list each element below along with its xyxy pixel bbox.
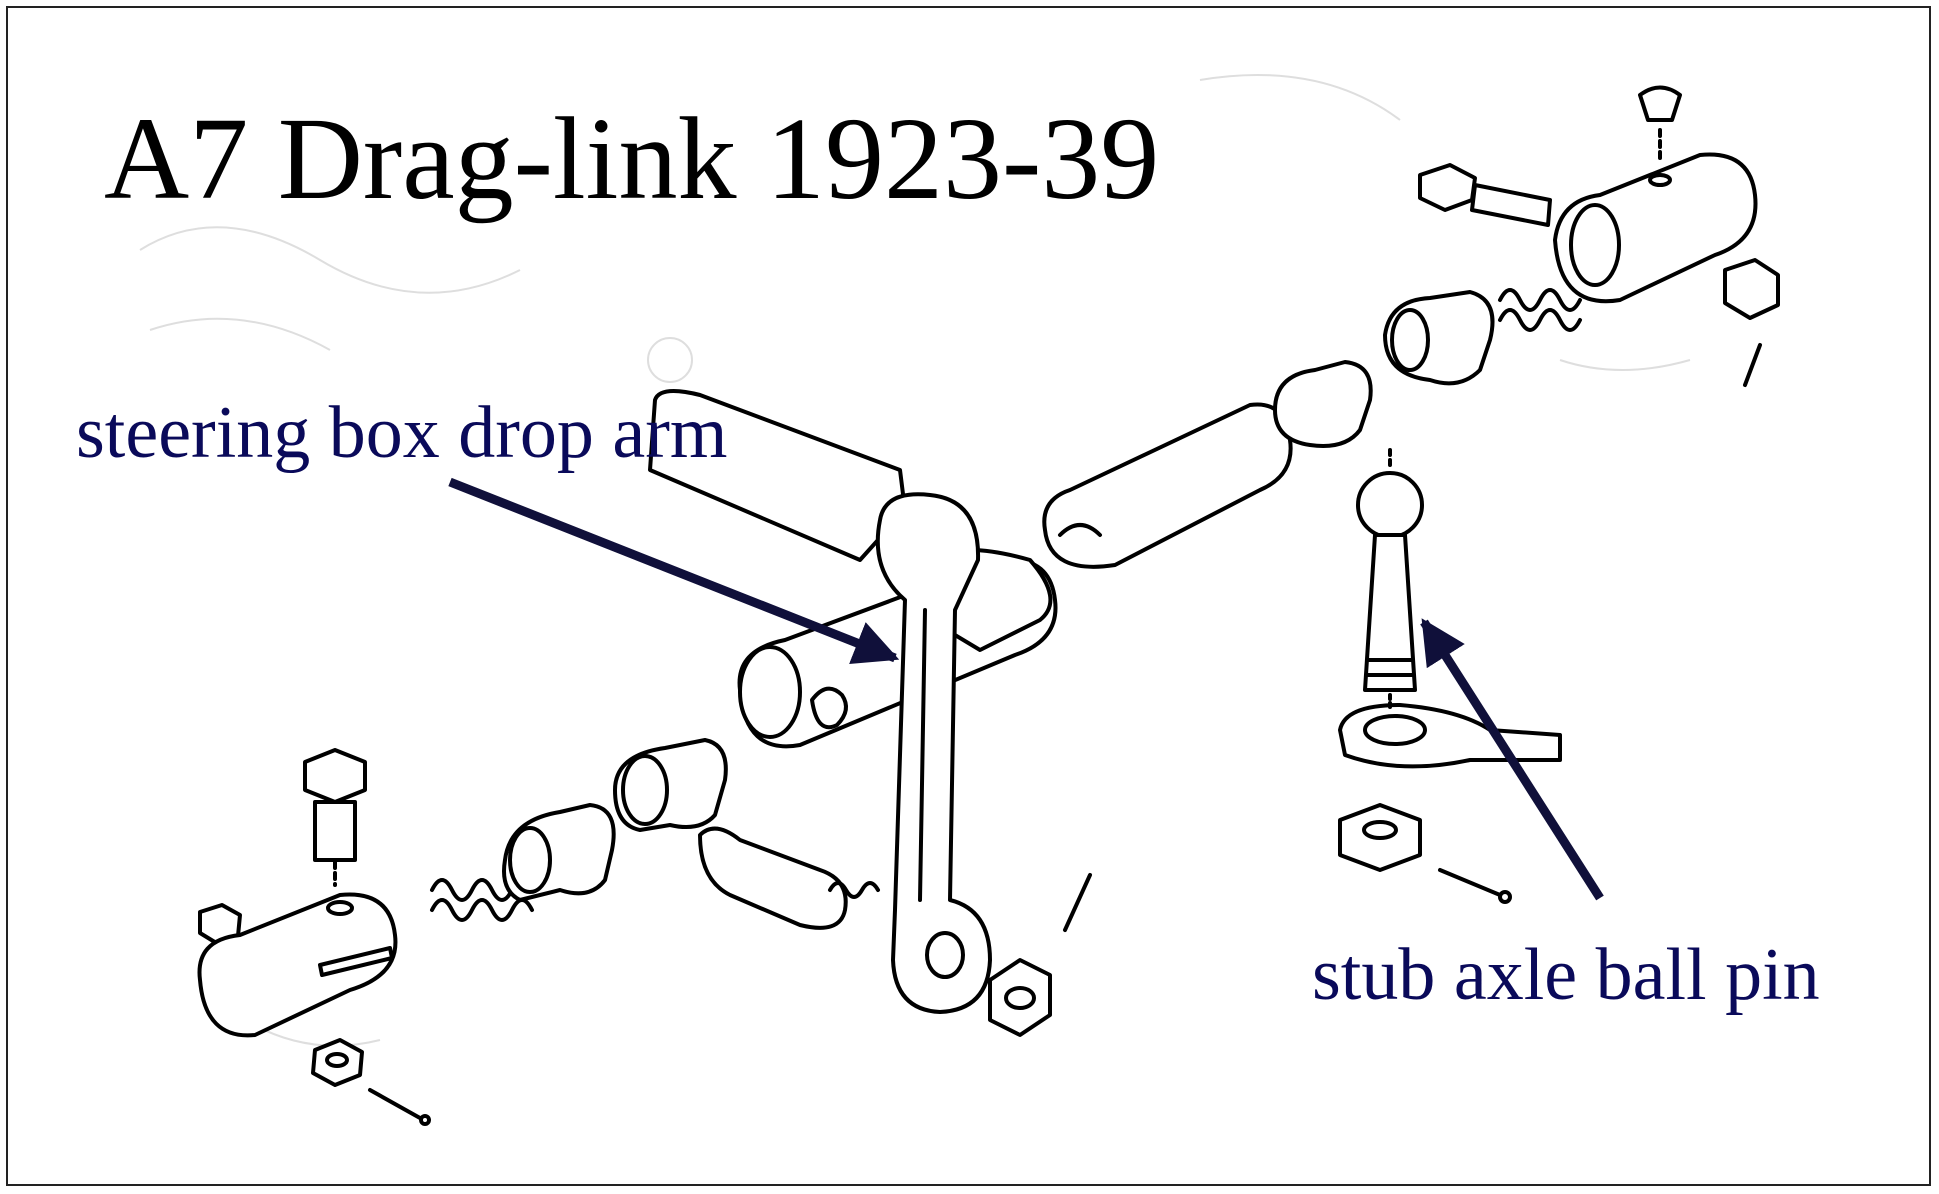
right-side-nut: [1723, 258, 1780, 387]
right-socket-housing: [1553, 152, 1758, 304]
stub-axle-arm: [1338, 703, 1562, 769]
diagram-title: A7 Drag-link 1923-39: [104, 93, 1160, 224]
left-socket-housing: [197, 892, 398, 1038]
drop-arm-bolt: [698, 826, 880, 930]
right-top-bolt: [1418, 163, 1552, 227]
left-bolt: [303, 748, 367, 887]
left-castle-nut: [311, 1038, 431, 1126]
right-cup-1: [1273, 360, 1373, 448]
drop-arm-pointer-arrow: [448, 477, 900, 665]
steering-drop-arm: [875, 492, 992, 1014]
right-tube-segment: [1042, 402, 1293, 569]
label-steering-box-drop-arm: steering box drop arm: [76, 392, 728, 474]
ball-pin-pointer-arrow: [1420, 618, 1604, 901]
right-spring: [1498, 288, 1582, 332]
left-spring: [430, 878, 534, 922]
ball-pin-castle-nut: [1338, 803, 1512, 904]
label-stub-axle-ball-pin: stub axle ball pin: [1312, 934, 1820, 1016]
left-second-cup: [613, 738, 728, 832]
right-cup-2: [1383, 290, 1495, 386]
right-grease-nipple: [1638, 85, 1682, 162]
stub-axle-ball-pin: [1356, 471, 1424, 692]
arm-castle-nut: [988, 873, 1092, 1037]
left-cup: [502, 803, 616, 902]
